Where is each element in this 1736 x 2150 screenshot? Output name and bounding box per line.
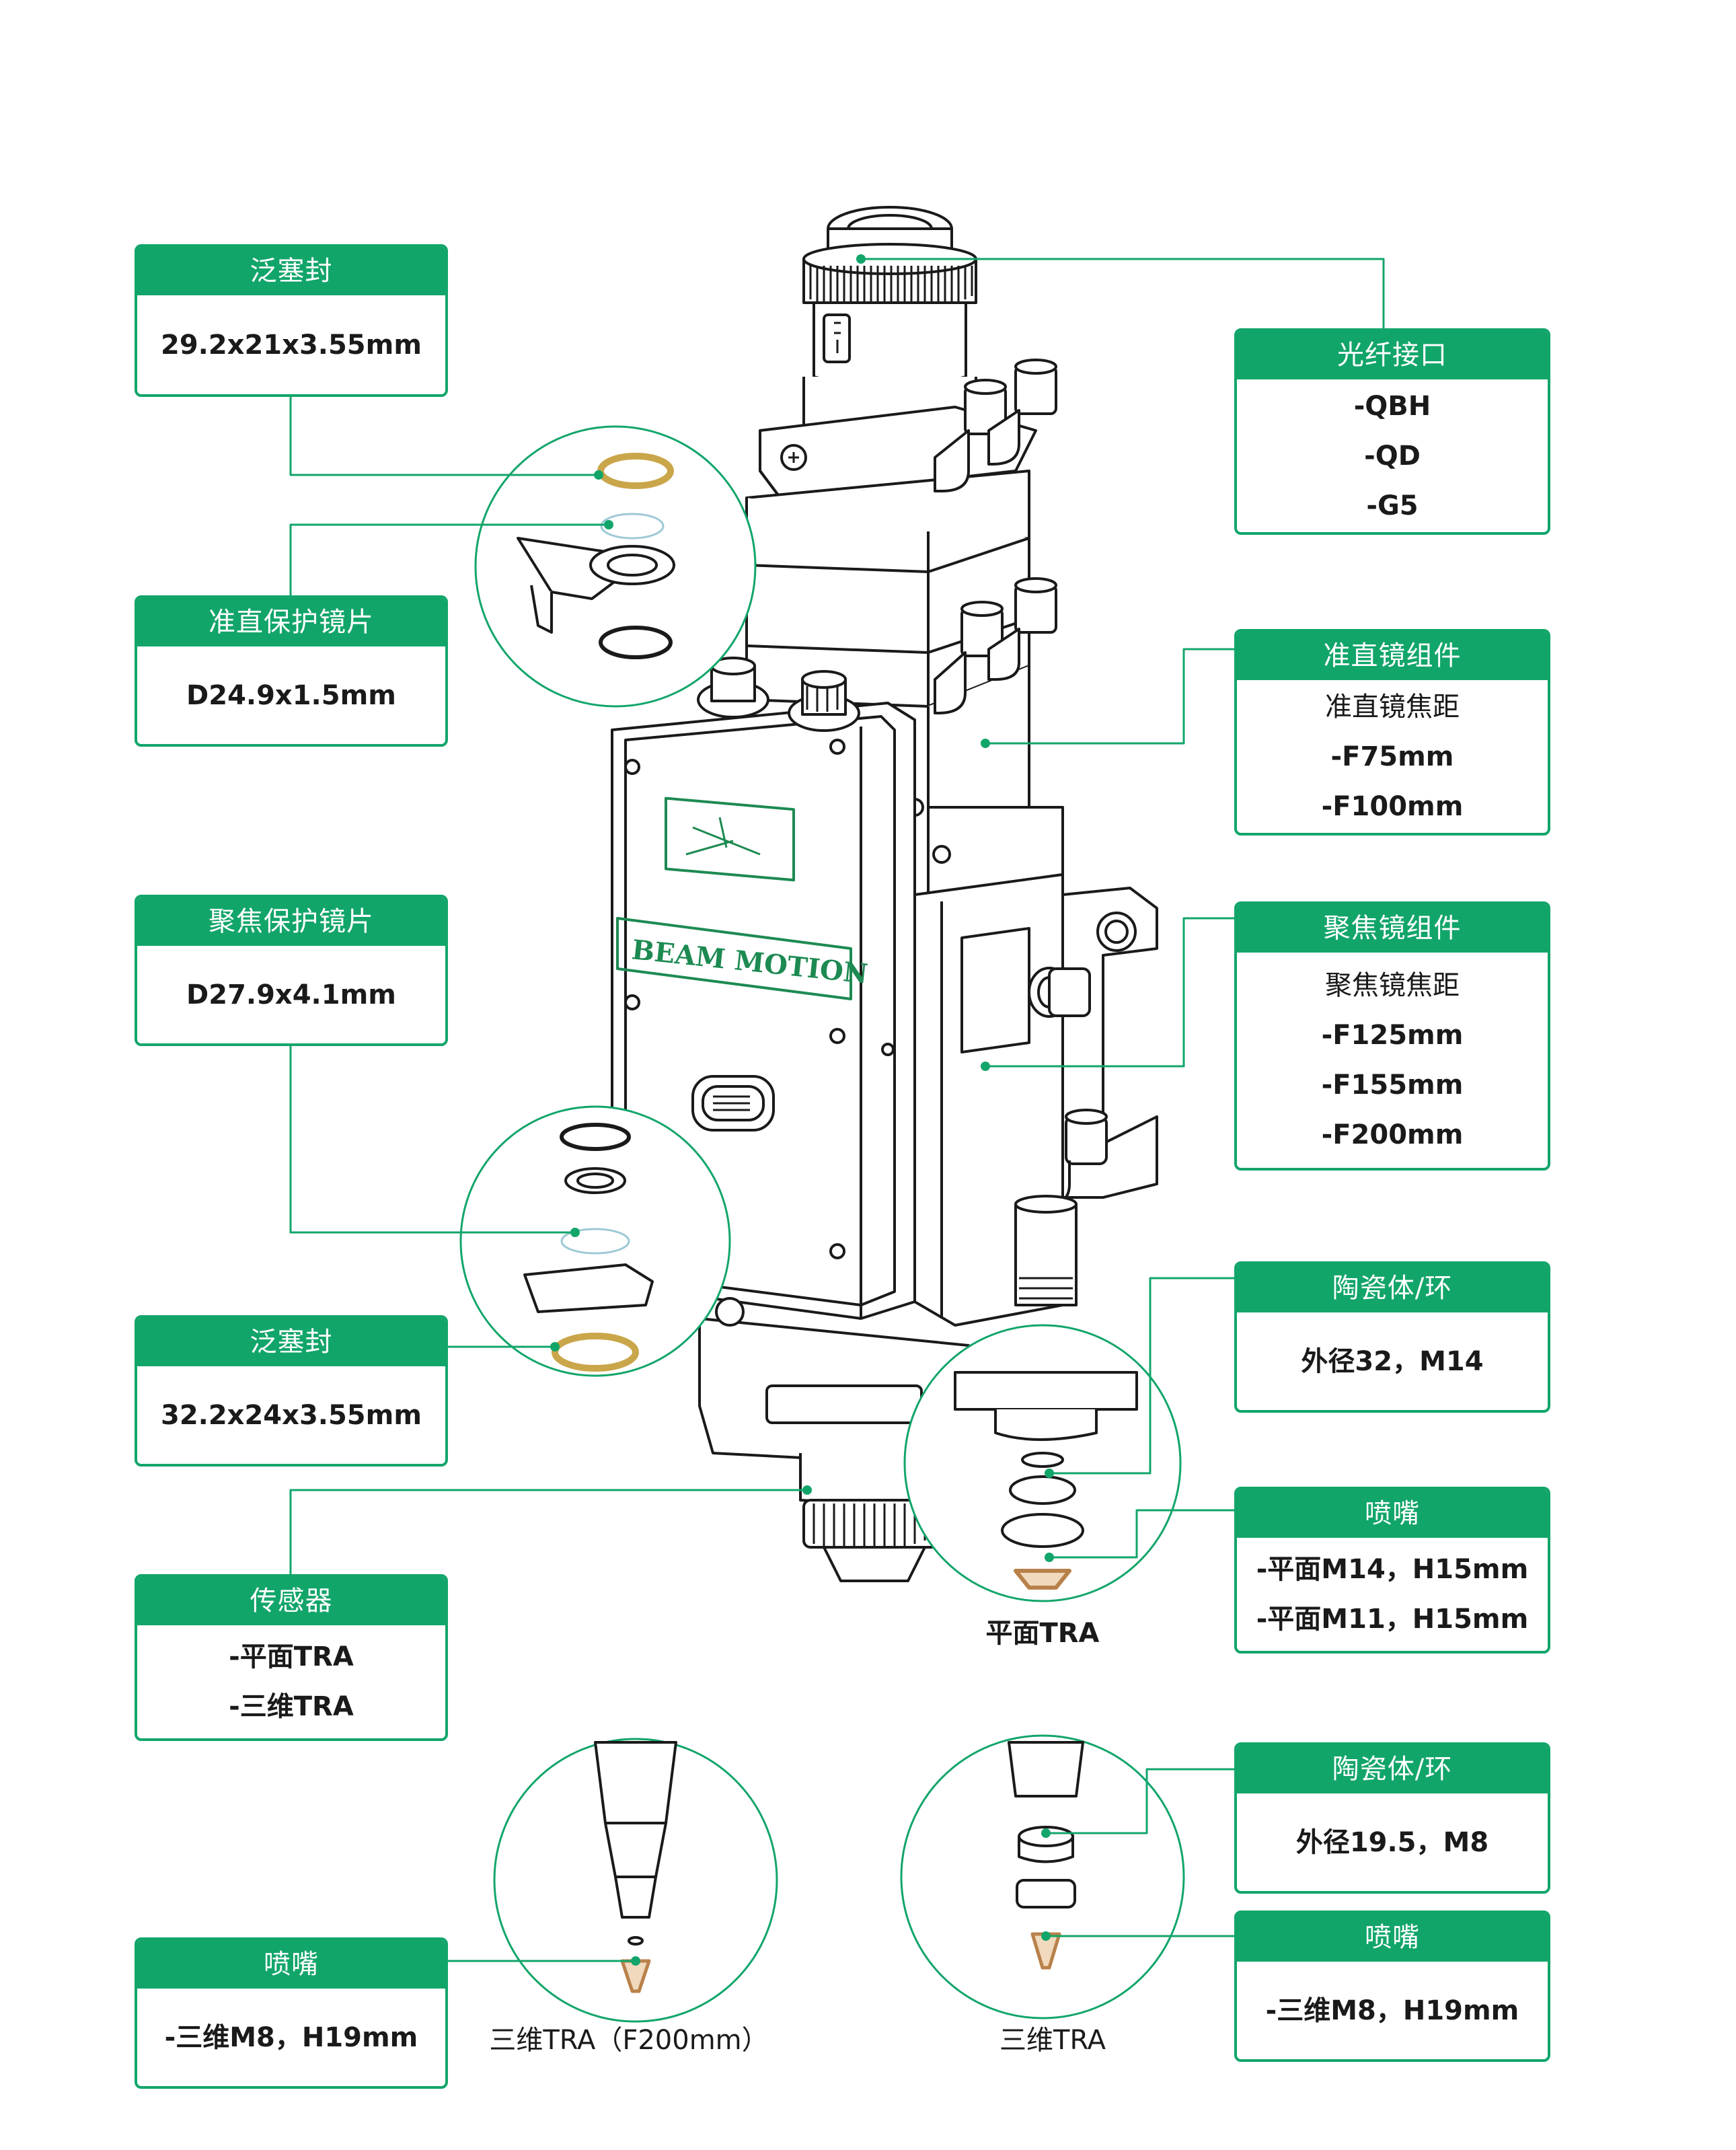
- card-line: -F125mm: [1321, 1020, 1464, 1051]
- card-fiber-interface: 光纤接口 -QBH -QD -G5: [1234, 328, 1550, 535]
- card-focus-protection-lens: 聚焦保护镜片 D27.9x4.1mm: [135, 895, 448, 1046]
- card-title: 准直镜组件: [1237, 632, 1548, 680]
- card-line: 29.2x21x3.55mm: [160, 329, 422, 361]
- card-title: 泛塞封: [137, 247, 445, 295]
- flat-tra-parts: [954, 1371, 1138, 1590]
- card-nozzle-3d-left: 喷嘴 -三维M8，H19mm: [135, 1937, 448, 2089]
- card-title: 光纤接口: [1237, 331, 1548, 379]
- card-title: 传感器: [137, 1577, 445, 1625]
- card-line: 外径32，M14: [1301, 1345, 1484, 1377]
- card-line: D24.9x1.5mm: [186, 679, 396, 711]
- card-line: -F155mm: [1321, 1070, 1464, 1101]
- card-line: 聚焦镜焦距: [1325, 970, 1460, 1001]
- card-line: -F100mm: [1321, 790, 1464, 822]
- focus-module-drawing: [913, 873, 1158, 1327]
- caption-3d-tra: 三维TRA: [999, 2025, 1106, 2056]
- collimator-parts: [517, 453, 675, 659]
- detail-circle-focus: [459, 1105, 731, 1377]
- card-line: -G5: [1366, 490, 1419, 521]
- card-title: 准直保护镜片: [137, 598, 445, 646]
- card-title: 泛塞封: [137, 1318, 445, 1366]
- card-line: -平面M14，H15mm: [1256, 1554, 1529, 1585]
- card-line: 准直镜焦距: [1325, 691, 1460, 722]
- card-line: -QD: [1364, 440, 1421, 472]
- card-line: -F200mm: [1321, 1119, 1464, 1150]
- card-title: 聚焦镜组件: [1237, 904, 1548, 953]
- card-line: -F75mm: [1330, 741, 1454, 772]
- card-line: -QBH: [1353, 390, 1431, 422]
- leader-lines: [289, 258, 1385, 1962]
- card-line: -三维M8，H19mm: [1265, 1995, 1519, 2026]
- focus-parts: [523, 1123, 654, 1372]
- card-line: 32.2x24x3.55mm: [160, 1399, 422, 1431]
- card-collimator-assembly: 准直镜组件 准直镜焦距 -F75mm -F100mm: [1234, 629, 1550, 836]
- card-line: -三维TRA: [229, 1691, 354, 1722]
- push-fittings-drawing: [934, 359, 1057, 714]
- card-ceramic-ring-19-5: 陶瓷体/环 外径19.5，M8: [1234, 1742, 1550, 1894]
- detail-circle-flat-tra: [903, 1324, 1182, 1602]
- card-line: 外径19.5，M8: [1295, 1826, 1489, 1858]
- card-ceramic-ring-32: 陶瓷体/环 外径32，M14: [1234, 1261, 1550, 1413]
- card-nozzle-3d-right: 喷嘴 -三维M8，H19mm: [1234, 1911, 1550, 2062]
- sensor-nozzle-drawing: [698, 1297, 970, 1582]
- card-piston-seal-1: 泛塞封 29.2x21x3.55mm: [135, 244, 448, 397]
- fiber-connector-drawing: [802, 206, 977, 441]
- card-focus-assembly: 聚焦镜组件 聚焦镜焦距 -F125mm -F155mm -F200mm: [1234, 901, 1550, 1171]
- card-title: 喷嘴: [1237, 1913, 1548, 1962]
- card-line: -平面TRA: [229, 1641, 354, 1672]
- card-line: -三维M8，H19mm: [164, 2022, 418, 2053]
- detail-circle-3d-tra: [900, 1734, 1185, 2019]
- card-collimator-protection-lens: 准直保护镜片 D24.9x1.5mm: [135, 595, 448, 747]
- caption-flat-tra: 平面TRA: [985, 1618, 1100, 1649]
- card-title: 聚焦保护镜片: [137, 897, 445, 946]
- card-title: 喷嘴: [1237, 1489, 1548, 1538]
- card-title: 陶瓷体/环: [1237, 1264, 1548, 1312]
- card-nozzle-flat: 喷嘴 -平面M14，H15mm -平面M11，H15mm: [1234, 1487, 1550, 1654]
- card-sensor: 传感器 -平面TRA -三维TRA: [135, 1574, 448, 1741]
- card-title: 喷嘴: [137, 1940, 445, 1989]
- card-line: D27.9x4.1mm: [186, 979, 396, 1010]
- card-line: -平面M11，H15mm: [1256, 1604, 1529, 1635]
- card-piston-seal-2: 泛塞封 32.2x24x3.55mm: [135, 1315, 448, 1467]
- caption-3d-tra-f200: 三维TRA（F200mm）: [489, 2025, 769, 2056]
- card-title: 陶瓷体/环: [1237, 1745, 1548, 1793]
